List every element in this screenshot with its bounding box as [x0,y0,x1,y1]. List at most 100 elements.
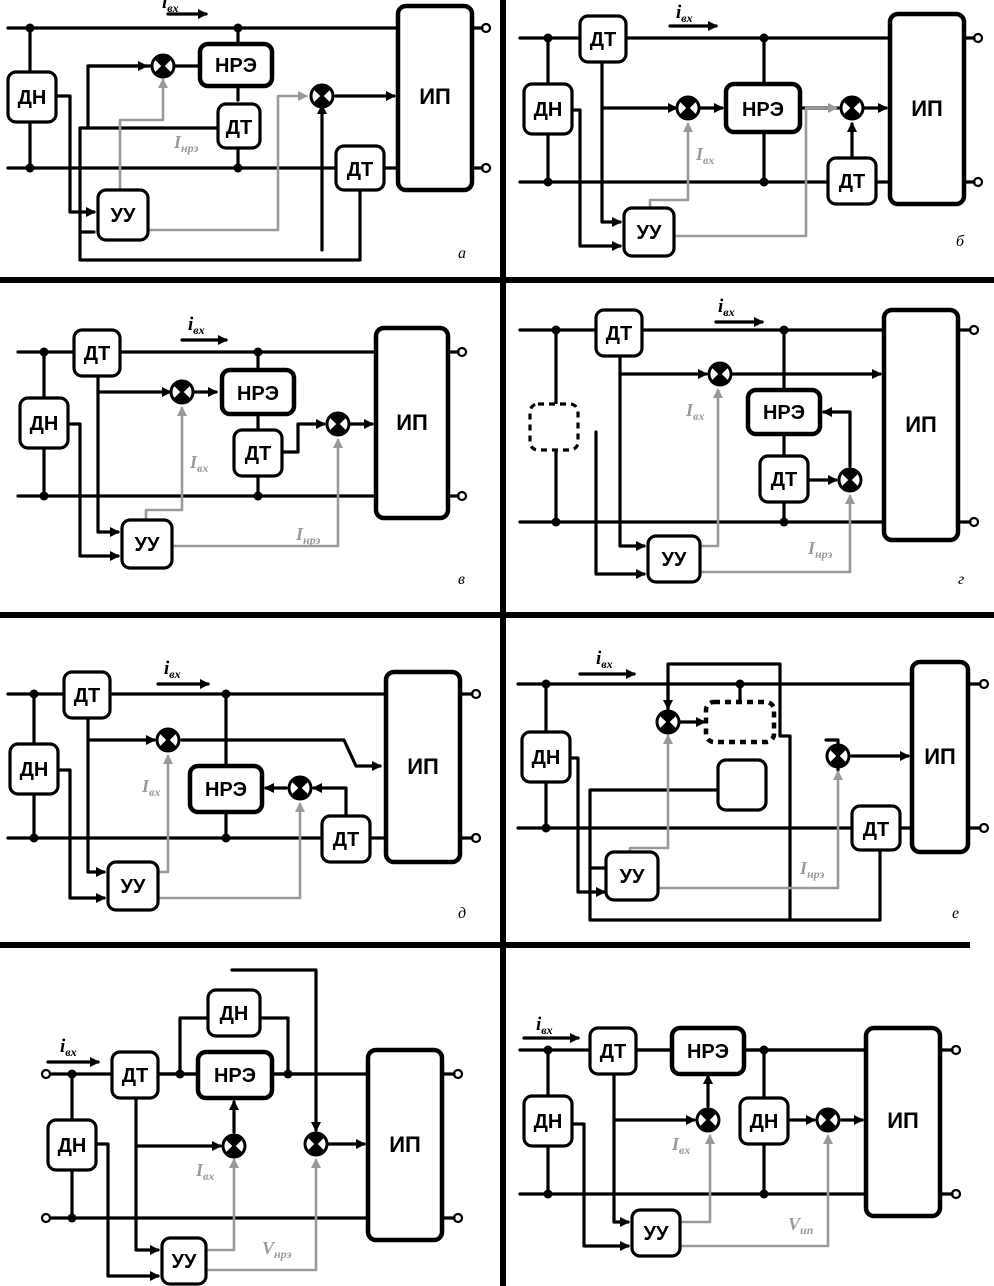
uu-box [604,850,660,902]
dn-box [46,1118,98,1172]
dt-box [320,814,372,864]
input-current-label: iвх [60,1036,77,1059]
input-current-label: iвх [162,0,179,15]
panel-a: ДН НРЭ ДТ ДТ УУ ИП iвх Iнрэ а [6,0,492,262]
uu-box [646,534,702,584]
input-current-label: iвх [718,296,735,319]
summing-junction [839,95,865,121]
nre-label: НРЭ [214,1065,256,1087]
input-current-label: iвх [536,1014,553,1037]
dt-label: ДТ [606,323,632,345]
input-current-label: iвх [676,2,693,25]
dt-label: ДТ [839,171,865,193]
uu-label: УУ [135,534,160,556]
dt-label: ДТ [600,1041,626,1063]
input-current-label: Iвх [195,1160,214,1183]
nre-current-label: Iнрэ [799,858,825,881]
dn-label: ДН [532,747,561,769]
dt-box [758,454,810,504]
dn-box-faded [528,402,580,452]
ip-label: ИП [887,1108,919,1133]
dn-box [738,1096,790,1146]
dn-box [520,730,572,784]
summing-junction [325,411,351,437]
summing-junction [675,95,701,121]
nre-box [195,1049,275,1101]
nre-label: НРЭ [742,99,784,121]
ip-label: ИП [419,84,451,109]
panel-label: а [458,245,466,262]
panel-e: ДТ ДН НРЭ ДТ УУ ИП iвх Iвх д [6,658,482,922]
nre-box [669,1025,747,1077]
panel-label: г [958,571,964,588]
dt-label: ДТ [74,685,100,707]
uu-label: УУ [644,1223,669,1245]
uu-box [622,206,676,258]
uu-box [120,518,174,570]
nre-voltage-label: Vнрэ [262,1238,292,1261]
nre-label: НРЭ [763,402,805,424]
dt-label: ДТ [84,343,110,365]
ip-label: ИП [396,410,428,435]
ip-voltage-label: Vип [788,1214,814,1237]
dt-label: ДТ [590,29,616,51]
dt-label: ДТ [245,443,271,465]
nre-current-label: Iнрэ [173,132,199,155]
ip-label: ИП [924,744,956,769]
uu-label: УУ [637,222,662,244]
nre-label: НРЭ [205,779,247,801]
summing-junction [155,727,181,753]
dn-label: ДН [534,99,563,121]
dt-label: ДТ [333,829,359,851]
input-current-label: iвх [596,648,613,671]
panel-label: д [458,905,466,922]
panel-b: ДТ ДН НРЭ ДТ УУ ИП iвх Iвх б [518,2,984,258]
nre-label: НРЭ [237,383,279,405]
dt-box [62,670,112,720]
panel-label: е [952,905,959,922]
ip-box [373,325,451,521]
dt-box [578,14,628,64]
dt-label: ДТ [347,159,373,181]
dt-box [110,1050,160,1100]
dn-box [206,988,262,1038]
dn-box [18,396,70,450]
summing-junction [837,467,863,493]
panel-h: ДТ ДН НРЭ ДН УУ ИП iвх Iвх Vип [518,1014,962,1258]
panel-c: ДТ ДН НРЭ ДТ УУ ИП iвх Iвх Iнрэ в [16,314,468,588]
dt-label: ДТ [122,1065,148,1087]
dt-box-faded [716,758,768,812]
dn-label: ДН [750,1111,779,1133]
nre-current-label: Iнрэ [807,538,833,561]
nre-box [219,367,297,417]
ip-label: ИП [905,412,937,437]
summing-junction [309,83,335,109]
uu-box [96,188,150,242]
nre-box [197,41,275,89]
uu-box [160,1236,208,1286]
nre-label: НРЭ [687,1041,729,1063]
dn-label: ДН [58,1135,87,1157]
summing-junction [825,743,851,769]
dt-box [826,156,878,206]
nre-box-faded [703,699,777,745]
ip-box [383,669,463,865]
summing-junction [815,1107,841,1133]
ip-label: ИП [389,1132,421,1157]
input-current-label: Iвх [695,144,714,167]
ip-box [863,1025,943,1219]
uu-label: УУ [662,549,687,571]
uu-label: УУ [121,876,146,898]
panel-g: ДТ ДН ДН НРЭ УУ ИП iвх Iвх Vнрэ [40,968,464,1286]
uu-label: УУ [620,866,645,888]
ip-box [887,11,967,207]
uu-label: УУ [111,205,136,227]
dn-box [522,82,574,136]
dt-label: ДТ [226,117,252,139]
dt-box [334,144,386,192]
ip-box [909,659,971,855]
uu-label: УУ [172,1251,197,1273]
ip-label: ИП [407,754,439,779]
